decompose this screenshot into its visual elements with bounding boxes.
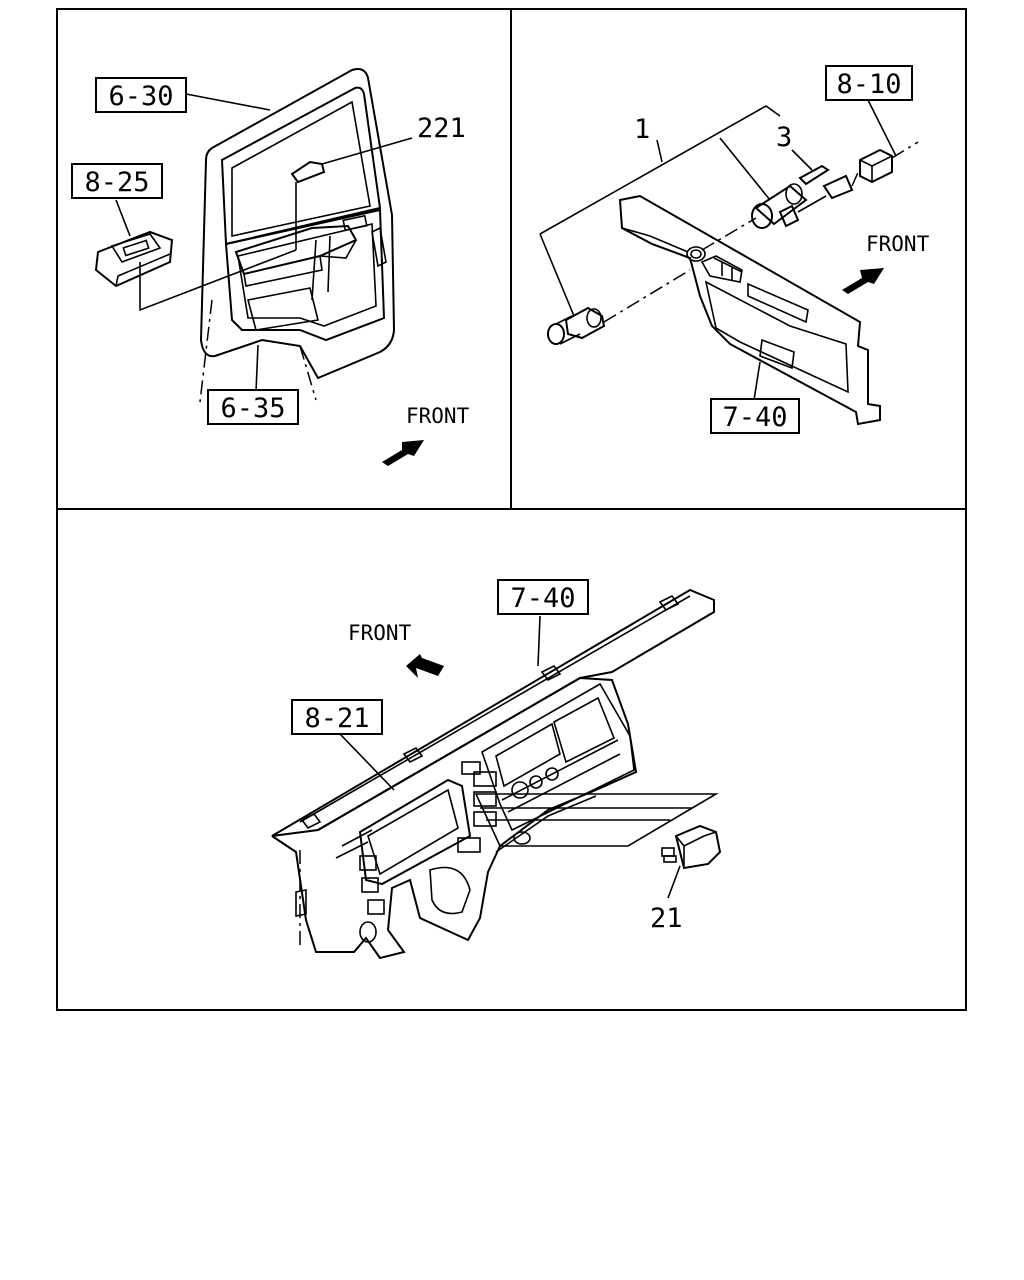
door-outline — [199, 68, 396, 380]
part-number-lighter: 1 — [634, 114, 650, 145]
lighter-labels: 8-10 7-40 1 3 FRONT — [634, 65, 930, 434]
door-panel — [94, 68, 424, 466]
window-frame — [220, 86, 382, 246]
front-label: FRONT — [406, 404, 470, 428]
instrument-cluster — [358, 778, 472, 886]
front-label: FRONT — [866, 232, 930, 256]
lighter-knob — [564, 306, 606, 340]
part-number-switch: 21 — [650, 903, 683, 934]
dashboard-panel — [271, 588, 722, 960]
ref-dashboard: 7-40 — [510, 583, 575, 614]
side-panel — [618, 194, 881, 426]
ref-wire: 8-10 — [836, 69, 901, 100]
door-handle-part — [290, 160, 326, 184]
diagram-frames — [56, 8, 967, 1011]
window-switch — [94, 230, 174, 288]
ref-door-lower: 6-35 — [220, 393, 285, 424]
door-labels: 6-30 8-25 6-35 221 FRONT — [71, 77, 470, 428]
ref-instrument-cluster: 8-21 — [304, 703, 369, 734]
part-number-element: 3 — [776, 122, 792, 153]
part-number-handle: 221 — [417, 113, 466, 144]
front-arrow-icon — [842, 268, 884, 294]
ref-side-panel: 7-40 — [722, 402, 787, 433]
front-arrow-icon — [406, 654, 444, 678]
ref-door: 6-30 — [108, 81, 173, 112]
dashboard-labels: 7-40 8-21 21 FRONT — [291, 579, 683, 934]
lighter-panel — [539, 99, 919, 426]
front-arrow-icon — [382, 440, 424, 466]
front-label: FRONT — [348, 621, 412, 645]
ref-window-switch: 8-25 — [84, 167, 149, 198]
